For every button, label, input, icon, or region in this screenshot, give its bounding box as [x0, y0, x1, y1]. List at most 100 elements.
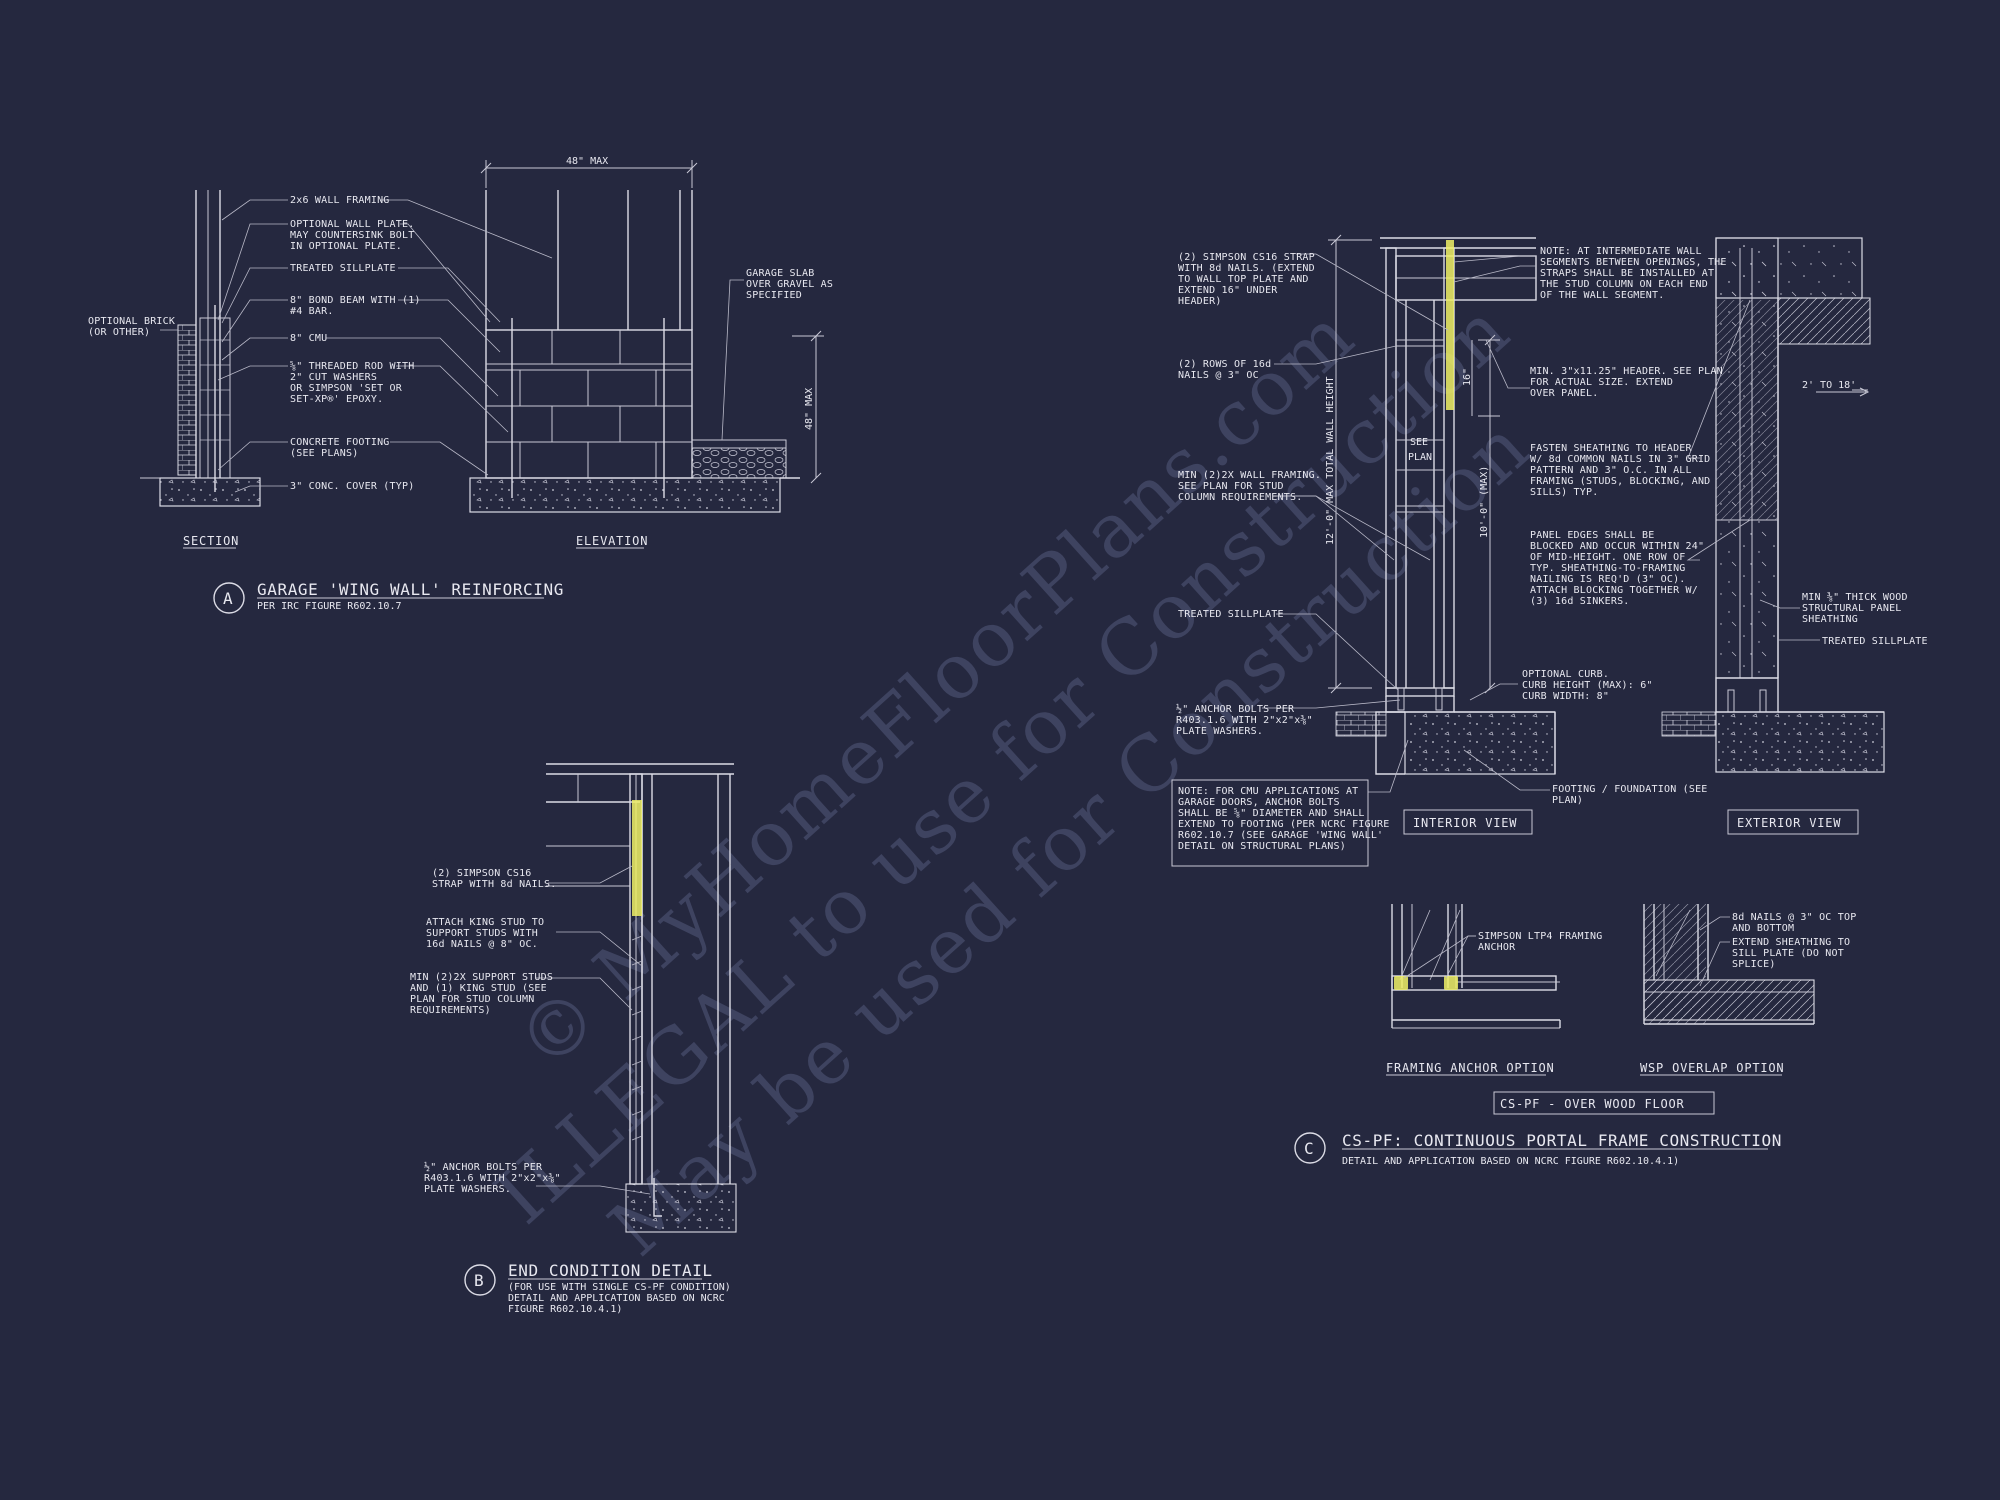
detail-c-title: CS-PF: CONTINUOUS PORTAL FRAME CONSTRUCT…	[1342, 1131, 1782, 1150]
dim-see-plan-2: PLAN	[1408, 452, 1432, 463]
label-c-fasten-1: FASTEN SHEATHING TO HEADER	[1530, 443, 1693, 454]
label-b-min-1: MIN (2)2X SUPPORT STUDS	[410, 972, 553, 983]
label-threaded-rod-2: 2" CUT WASHERS	[290, 372, 377, 383]
label-concrete-footing-2: (SEE PLANS)	[290, 448, 358, 459]
label-c-sillplate: TREATED SILLPLATE	[1178, 609, 1284, 620]
label-c-curb-2: CURB HEIGHT (MAX): 6"	[1522, 680, 1653, 691]
dim-height-48-max: 48" MAX	[804, 388, 815, 430]
dim-sixteen-inch: 16"	[1462, 368, 1473, 386]
label-c-note-5: OF THE WALL SEGMENT.	[1540, 290, 1664, 301]
label-garage-slab-1: GARAGE SLAB	[746, 268, 814, 279]
label-c-panel-1: PANEL EDGES SHALL BE	[1530, 530, 1654, 541]
label-c-minframe-2: SEE PLAN FOR STUD	[1178, 481, 1284, 492]
label-concrete-footing-1: CONCRETE FOOTING	[290, 437, 390, 448]
label-c-extend-1: EXTEND SHEATHING TO	[1732, 937, 1850, 948]
detail-a-bubble-letter: A	[223, 589, 233, 608]
framing-anchor-option-drawing	[1391, 904, 1561, 1029]
detail-c-portal-frame: 12'-0" MAX TOTAL WALL HEIGHT 10'-0" (MAX…	[1171, 234, 1928, 1167]
detail-a-leaders	[160, 199, 744, 493]
label-c-panel-4: TYP. SHEATHING-TO-FRAMING	[1530, 563, 1686, 574]
detail-b-bubble-letter: B	[474, 1271, 484, 1290]
label-bond-beam-2: #4 BAR.	[290, 306, 334, 317]
label-treated-sillplate: TREATED SILLPLATE	[290, 263, 396, 274]
label-c-minframe-1: MIN (2)2X WALL FRAMING.	[1178, 470, 1321, 481]
detail-b-bubble	[464, 1264, 496, 1296]
label-c-header-2: FOR ACTUAL SIZE. EXTEND	[1530, 377, 1673, 388]
label-c-panel-2: BLOCKED AND OCCUR WITHIN 24"	[1530, 541, 1704, 552]
label-cmu: 8" CMU	[290, 333, 327, 344]
label-c-cmu-1: NOTE: FOR CMU APPLICATIONS AT	[1178, 786, 1358, 797]
interior-strap-highlight	[1446, 240, 1454, 410]
label-c-ltp4-2: ANCHOR	[1478, 942, 1516, 953]
detail-a-subtitle: PER IRC FIGURE R602.10.7	[257, 601, 402, 612]
interior-view-drawing	[1328, 234, 1556, 775]
label-b-min-3: PLAN FOR STUD COLUMN	[410, 994, 534, 1005]
label-c-curb-1: OPTIONAL CURB.	[1522, 669, 1609, 680]
label-b-min-4: REQUIREMENTS)	[410, 1005, 491, 1016]
label-c-fasten-4: FRAMING (STUDS, BLOCKING, AND	[1530, 476, 1710, 487]
detail-a-bubble	[213, 582, 245, 614]
label-c-note-2: SEGMENTS BETWEEN OPENINGS, THE	[1540, 257, 1727, 268]
label-b-anchor-3: PLATE WASHERS.	[424, 1184, 511, 1195]
label-b-anchor-2: R403.1.6 WITH 2"x2"x⅜"	[424, 1172, 561, 1184]
label-c-panel-3: OF MID-HEIGHT. ONE ROW OF	[1530, 552, 1686, 563]
label-wall-framing: 2x6 WALL FRAMING	[290, 195, 390, 206]
label-c-extend-3: SPLICE)	[1732, 959, 1776, 970]
dim-2-to-18: 2' TO 18'	[1802, 380, 1856, 391]
label-b-king-1: ATTACH KING STUD TO	[426, 917, 544, 928]
detail-b-sub-3: FIGURE R602.10.4.1)	[508, 1304, 622, 1315]
label-c-ltp4-1: SIMPSON LTP4 FRAMING	[1478, 931, 1602, 942]
detail-b-title: END CONDITION DETAIL	[508, 1261, 713, 1280]
label-c-anchor-1: ½" ANCHOR BOLTS PER	[1176, 703, 1295, 715]
detail-c-bubble	[1294, 1132, 1326, 1164]
label-c-osb-3: SHEATHING	[1802, 614, 1858, 625]
label-c-extend-2: SILL PLATE (DO NOT	[1732, 948, 1844, 959]
label-c-osb-1: MIN ⅜" THICK WOOD	[1802, 591, 1908, 603]
detail-a-title: GARAGE 'WING WALL' REINFORCING	[257, 580, 564, 599]
label-c-footing-2: PLAN)	[1552, 795, 1583, 806]
label-c-panel-6: ATTACH BLOCKING TOGETHER W/	[1530, 585, 1698, 596]
label-c-anchor-3: PLATE WASHERS.	[1176, 726, 1263, 737]
label-c-cmu-3: SHALL BE ⅝" DIAMETER AND SHALL	[1178, 807, 1365, 819]
label-c-minframe-3: COLUMN REQUIREMENTS.	[1178, 492, 1302, 503]
label-c-8d-nails-2: AND BOTTOM	[1732, 923, 1794, 934]
exterior-view-drawing	[1661, 237, 1885, 773]
cs16-strap-highlight	[632, 800, 642, 916]
detail-a-elevation-drawing	[469, 160, 824, 513]
elevation-caption: ELEVATION	[576, 534, 648, 548]
detail-b-sub-1: (FOR USE WITH SINGLE CS-PF CONDITION)	[508, 1282, 731, 1293]
cmu-note-box	[1171, 779, 1369, 867]
label-garage-slab-3: SPECIFIED	[746, 290, 802, 301]
label-c-rows-1: (2) ROWS OF 16d	[1178, 359, 1271, 370]
label-c-cmu-2: GARAGE DOORS, ANCHOR BOLTS	[1178, 797, 1340, 808]
label-c-cs16-2: WITH 8d NAILS. (EXTEND	[1178, 263, 1315, 274]
label-c-note-3: STRAPS SHALL BE INSTALLED AT	[1540, 268, 1714, 279]
label-c-curb-3: CURB WIDTH: 8"	[1522, 691, 1609, 702]
ltp4-anchor-right	[1444, 976, 1458, 990]
detail-c-subtitle: DETAIL AND APPLICATION BASED ON NCRC FIG…	[1342, 1156, 1679, 1167]
label-optional-plate-1: OPTIONAL WALL PLATE.	[290, 219, 414, 230]
section-caption: SECTION	[183, 534, 239, 548]
label-optional-brick-2: (OR OTHER)	[88, 327, 150, 338]
label-c-osb-2: STRUCTURAL PANEL	[1802, 603, 1902, 614]
dim-clear-height: 10'-0" (MAX)	[1479, 466, 1490, 538]
wsp-overlap-caption: WSP OVERLAP OPTION	[1640, 1061, 1784, 1075]
label-c-panel-5: NAILING IS REQ'D (3" OC).	[1530, 574, 1686, 585]
label-c-cs16-4: EXTEND 16" UNDER	[1178, 285, 1278, 296]
label-c-footing-1: FOOTING / FOUNDATION (SEE	[1552, 784, 1708, 795]
label-c-fasten-5: SILLS) TYP.	[1530, 487, 1598, 498]
ltp4-anchor-left	[1394, 976, 1408, 990]
exterior-view-caption-box	[1727, 809, 1859, 835]
label-c-8d-nails-1: 8d NAILS @ 3" OC TOP	[1732, 912, 1856, 923]
label-c-anchor-2: R403.1.6 WITH 2"x2"x⅜"	[1176, 714, 1313, 726]
dim-total-wall-height: 12'-0" MAX TOTAL WALL HEIGHT	[1325, 376, 1336, 545]
exterior-view-caption: EXTERIOR VIEW	[1737, 816, 1841, 830]
label-concrete-cover: 3" CONC. COVER (TYP)	[290, 481, 414, 492]
label-c-cmu-5: R602.10.7 (SEE GARAGE 'WING WALL'	[1178, 830, 1383, 841]
label-threaded-rod-4: SET-XP®' EPOXY.	[290, 394, 383, 405]
wsp-overlap-option-drawing	[1643, 904, 1815, 1025]
label-c-note-4: THE STUD COLUMN ON EACH END	[1540, 279, 1708, 290]
label-threaded-rod-1: ⅝" THREADED ROD WITH	[290, 360, 414, 372]
label-c-cmu-4: EXTEND TO FOOTING (PER NCRC FIGURE	[1178, 819, 1390, 830]
label-c-fasten-3: PATTERN AND 3" O.C. IN ALL	[1530, 465, 1692, 476]
